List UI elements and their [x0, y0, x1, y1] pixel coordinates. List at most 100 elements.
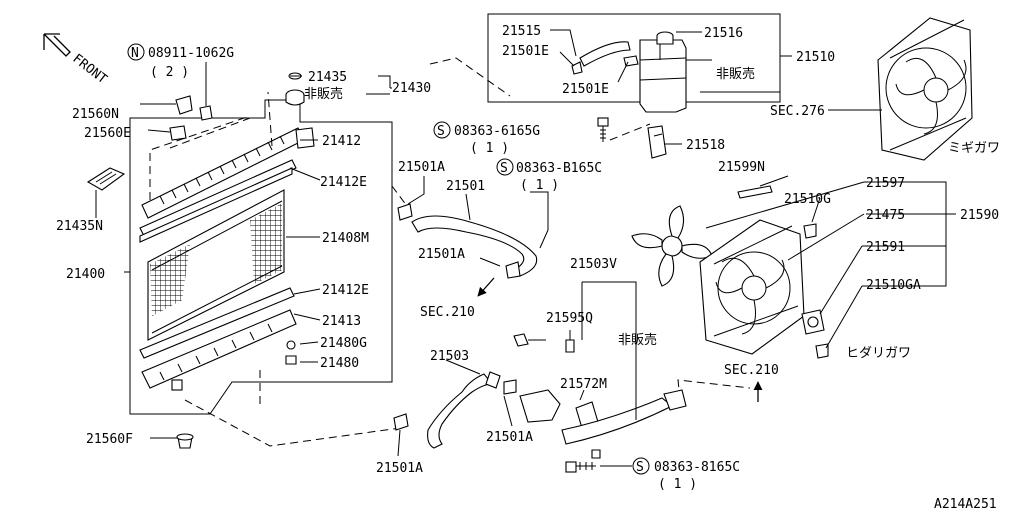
- label-21516: 21516: [704, 26, 743, 41]
- reservoir-hose-icon: [571, 41, 639, 75]
- note-not-sold-1: 非販売: [304, 86, 343, 102]
- svg-text:S: S: [500, 161, 508, 176]
- sec210-arrow-a: [477, 277, 495, 297]
- label-21475: 21475: [866, 208, 905, 223]
- leader-dashed-4: [184, 399, 401, 447]
- label-sec210-a: SEC.210: [420, 305, 475, 320]
- label-21412e-bot: 21412E: [322, 283, 369, 298]
- label-21510g: 21510G: [784, 192, 831, 207]
- label-21430: 21430: [392, 81, 431, 96]
- qty-b165c: ( 1 ): [520, 178, 559, 193]
- leader-lines: [95, 29, 956, 467]
- label-21560f: 21560F: [86, 432, 133, 447]
- label-21435: 21435: [308, 70, 347, 85]
- radiator-assembly-frame: [129, 99, 393, 415]
- label-21501a-b: 21501A: [418, 247, 465, 262]
- svg-text:S: S: [437, 124, 445, 139]
- note-not-sold-3: 非販売: [618, 332, 657, 348]
- bolt-08911-icon: [199, 82, 213, 121]
- label-sec210-b: SEC.210: [724, 363, 779, 378]
- clip-21560n-icon: [175, 95, 193, 115]
- note-not-sold-2: 非販売: [716, 66, 755, 82]
- leader-dashed-3: [391, 185, 411, 211]
- label-21412e-top: 21412E: [320, 175, 367, 190]
- reservoir-tank: [639, 31, 687, 113]
- label-21501e-b: 21501E: [562, 82, 609, 97]
- label-21408m: 21408M: [322, 231, 369, 246]
- label-08363-6165g: 08363-6165G: [454, 124, 540, 139]
- label-21501e-a: 21501E: [502, 44, 549, 59]
- label-21590: 21590: [960, 208, 999, 223]
- diagram-id: A214A251: [934, 497, 997, 512]
- label-21510: 21510: [796, 50, 835, 65]
- circle-s-marker-2: S: [496, 158, 514, 176]
- upper-hose-21501: [397, 203, 538, 279]
- radiator-lower-seal: [139, 287, 295, 359]
- note-left-side: ヒダリガワ: [846, 346, 911, 361]
- radiator-upper-seal: [139, 159, 297, 243]
- water-outlet-assembly: [513, 333, 687, 445]
- label-21435n: 21435N: [56, 219, 103, 234]
- label-21518: 21518: [686, 138, 725, 153]
- leader-dashed-1: [169, 117, 251, 149]
- qty-6165g: ( 1 ): [470, 141, 509, 156]
- leader-dashed-6: [429, 57, 511, 97]
- circle-s-marker-3: S: [632, 457, 650, 475]
- front-arrow-icon: FRONT: [43, 33, 110, 87]
- spacer-21599n-icon: [737, 185, 773, 199]
- leader-dashed-7: [609, 123, 651, 141]
- label-21599n: 21599N: [718, 160, 765, 175]
- radiator-cap-icon: [285, 89, 305, 106]
- qty-08911: ( 2 ): [150, 65, 189, 80]
- label-21503v: 21503V: [570, 257, 617, 272]
- label-08363-b165c: 08363-B165C: [516, 161, 602, 176]
- note-right-side: ミギガワ: [948, 141, 1000, 156]
- label-21413: 21413: [322, 314, 361, 329]
- circle-n-marker: N: [127, 43, 145, 61]
- label-21591: 21591: [866, 240, 905, 255]
- leader-dashed-2: [267, 91, 273, 147]
- bolt-21510ga-icon: [815, 343, 829, 359]
- label-plate-21435n-icon: [86, 167, 126, 191]
- label-21572m: 21572M: [560, 377, 607, 392]
- radiator-bottom-tank: [141, 309, 297, 391]
- label-21501: 21501: [446, 179, 485, 194]
- filler-neck-icon: [295, 127, 315, 149]
- label-sec276: SEC.276: [770, 104, 825, 119]
- label-21501a-a: 21501A: [398, 160, 445, 175]
- bolt-21510g-icon: [803, 223, 817, 239]
- label-08911-1062g: 08911-1062G: [148, 46, 234, 61]
- mount-21560f-icon: [176, 433, 194, 449]
- label-21412: 21412: [322, 134, 361, 149]
- label-21501a-d: 21501A: [376, 461, 423, 476]
- label-21595q: 21595Q: [546, 311, 593, 326]
- fan-shroud-right: [877, 17, 973, 161]
- drain-plug-icon: [285, 340, 297, 365]
- label-21501a-c: 21501A: [486, 430, 533, 445]
- small-circle-21435: [288, 72, 302, 80]
- qty-8165c: ( 1 ): [658, 477, 697, 492]
- fan-motor-21591-icon: [801, 309, 825, 335]
- mount-21560e-icon: [169, 125, 187, 141]
- radiator-core: [147, 189, 285, 341]
- svg-text:S: S: [636, 460, 644, 475]
- label-21510ga: 21510GA: [866, 278, 921, 293]
- svg-text:N: N: [131, 46, 139, 61]
- fan-shroud-left: [699, 219, 805, 355]
- fan-blade-21597: [631, 205, 713, 287]
- bracket-21518-icon: [647, 125, 667, 159]
- label-21400: 21400: [66, 267, 105, 282]
- label-21480g: 21480G: [320, 336, 367, 351]
- label-21597: 21597: [866, 176, 905, 191]
- label-21515: 21515: [502, 24, 541, 39]
- circle-s-marker-1: S: [433, 121, 451, 139]
- label-21560n: 21560N: [72, 107, 119, 122]
- bolt-08363-8165c-icon: [565, 449, 601, 473]
- label-21560e: 21560E: [84, 126, 131, 141]
- lower-hose-21503: [393, 371, 517, 449]
- label-21480: 21480: [320, 356, 359, 371]
- label-08363-8165c: 08363-8165C: [654, 460, 740, 475]
- bolt-08363-6165g-icon: [597, 117, 609, 142]
